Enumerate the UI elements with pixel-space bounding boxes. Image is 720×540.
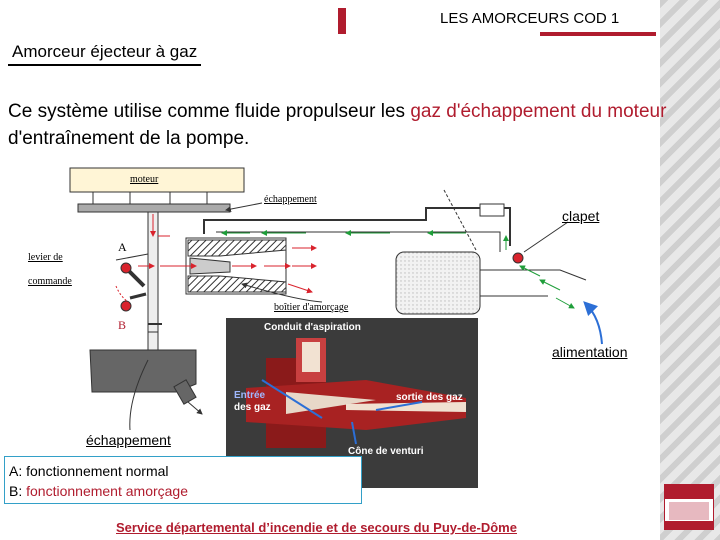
legend-box: A: fonctionnement normal B: fonctionneme…	[4, 456, 362, 504]
legend-b: B: fonctionnement amorçage	[9, 481, 357, 501]
intro-paragraph: Ce système utilise comme fluide propulse…	[8, 98, 668, 152]
photo-label-conduit: Conduit d'aspiration	[264, 322, 361, 333]
label-moteur: moteur	[130, 174, 159, 185]
suction-line	[203, 207, 511, 246]
intro-highlight-2: du moteur	[580, 101, 667, 122]
label-echappement-top: échappement	[264, 194, 317, 205]
photo-label-entree-1: Entrée	[234, 390, 266, 401]
clapet-valve	[512, 252, 524, 264]
label-echappement-bottom: échappement	[86, 432, 171, 448]
venturi-cone	[189, 257, 231, 275]
pump-body	[395, 251, 481, 315]
command-lever	[126, 268, 146, 288]
label-boitier: boîtier d'amorçage	[274, 302, 349, 313]
ejector-body-bottom	[187, 275, 287, 293]
photo-label-cone: Cône de venturi	[348, 446, 424, 457]
legend-a: A: fonctionnement normal	[9, 463, 169, 479]
header-underline	[540, 32, 656, 36]
header-accent-bar	[338, 8, 346, 34]
intro-text-3: d'entraînement de la pompe.	[8, 128, 250, 149]
header-title: LES AMORCEURS COD 1	[440, 10, 620, 27]
legend-b-text: fonctionnement amorçage	[26, 483, 188, 499]
sdis-logo-icon	[664, 484, 714, 530]
ejector-body-top	[187, 239, 287, 257]
label-point-b: B	[118, 318, 127, 332]
exhaust-manifold	[77, 203, 231, 213]
photo-label-sortie: sortie des gaz	[396, 392, 463, 403]
label-clapet: clapet	[562, 208, 600, 224]
engine-block	[69, 167, 245, 193]
label-commande: commande	[28, 276, 72, 287]
photo-label-entree-2: des gaz	[234, 402, 271, 413]
label-alimentation: alimentation	[552, 344, 628, 360]
slide-title: Amorceur éjecteur à gaz	[8, 42, 202, 66]
intro-text-1: Ce système utilise comme fluide propulse…	[8, 101, 411, 122]
intro-highlight-1: gaz d'échappement	[410, 101, 576, 122]
label-point-a: A	[118, 240, 127, 254]
legend-b-prefix: B:	[9, 483, 27, 499]
label-levier: levier de	[28, 252, 63, 263]
footer-text: Service départemental d’incendie et de s…	[116, 520, 517, 535]
side-texture	[660, 0, 720, 540]
